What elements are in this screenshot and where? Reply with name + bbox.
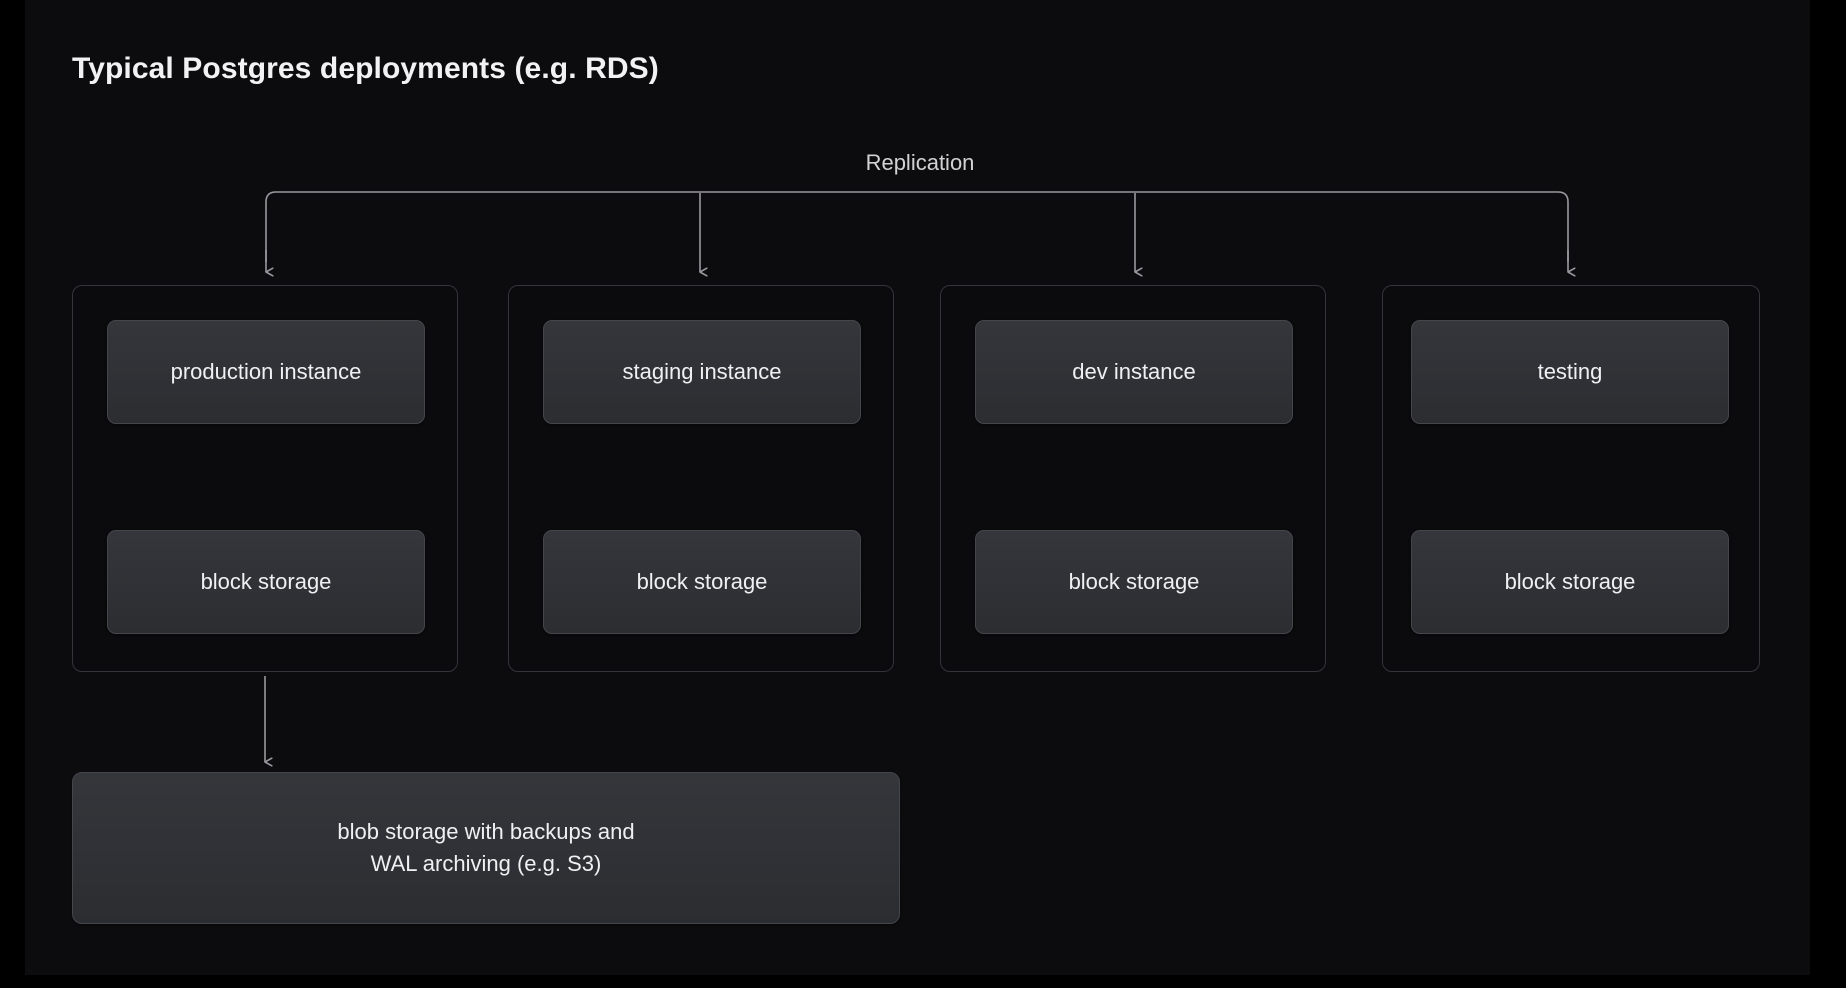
node-label: staging instance — [622, 359, 782, 385]
node-label: block storage — [1504, 569, 1636, 595]
deployment-group-dev: dev instance block storage — [940, 285, 1326, 672]
node-block-storage-testing[interactable]: block storage — [1411, 530, 1729, 634]
node-production-instance[interactable]: production instance — [107, 320, 425, 424]
node-staging-instance[interactable]: staging instance — [543, 320, 861, 424]
node-label: blob storage with backups and WAL archiv… — [337, 819, 635, 876]
deployment-group-testing: testing block storage — [1382, 285, 1760, 672]
node-label: dev instance — [1072, 359, 1196, 385]
deployment-group-staging: staging instance block storage — [508, 285, 894, 672]
node-blob-storage[interactable]: blob storage with backups and WAL archiv… — [72, 772, 900, 924]
deployment-group-production: production instance block storage — [72, 285, 458, 672]
node-block-storage-staging[interactable]: block storage — [543, 530, 861, 634]
node-block-storage-production[interactable]: block storage — [107, 530, 425, 634]
node-label: production instance — [170, 359, 362, 385]
node-block-storage-dev[interactable]: block storage — [975, 530, 1293, 634]
node-dev-instance[interactable]: dev instance — [975, 320, 1293, 424]
node-label: testing — [1537, 359, 1603, 385]
replication-label: Replication — [865, 150, 975, 175]
node-label: block storage — [636, 569, 768, 595]
page-title: Typical Postgres deployments (e.g. RDS) — [72, 52, 659, 85]
node-label: block storage — [1068, 569, 1200, 595]
node-label: block storage — [200, 569, 332, 595]
node-testing-instance[interactable]: testing — [1411, 320, 1729, 424]
